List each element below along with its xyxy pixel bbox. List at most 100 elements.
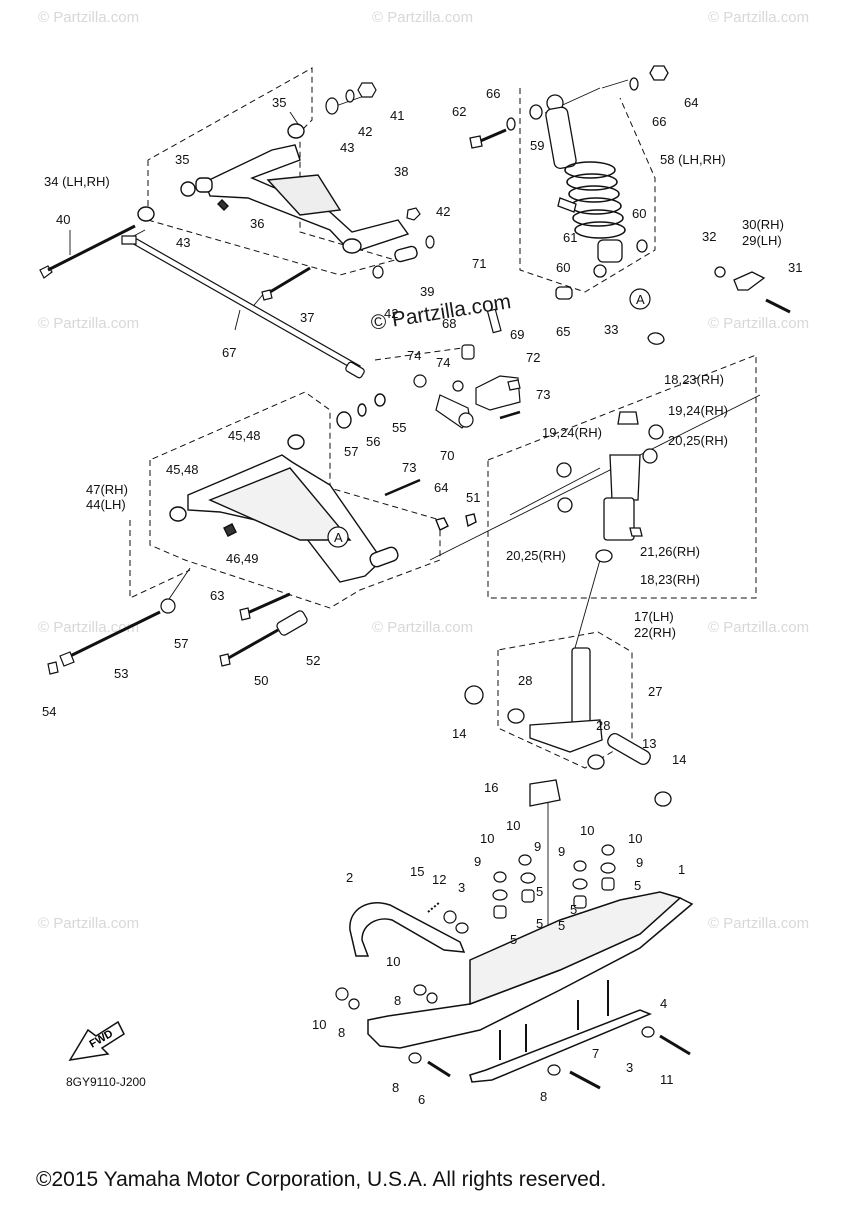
watermark: © Partzilla.com <box>38 619 139 636</box>
callout: 2 <box>346 870 353 885</box>
callout: 7 <box>592 1046 599 1061</box>
callout: 66 <box>486 86 500 101</box>
callout: 20,25(RH) <box>506 548 566 563</box>
watermark: © Partzilla.com <box>708 619 809 636</box>
callout: 5 <box>536 884 543 899</box>
callout: A <box>636 292 645 307</box>
callout: 9 <box>534 839 541 854</box>
callout: 41 <box>390 108 404 123</box>
callout: 62 <box>452 104 466 119</box>
callout: 4 <box>660 996 667 1011</box>
reference-marker-a <box>327 526 349 548</box>
callout: 11 <box>660 1072 674 1087</box>
callout: 10 <box>628 831 642 846</box>
diagram-code: 8GY9110-J200 <box>66 1075 146 1089</box>
watermark: © Partzilla.com <box>372 619 473 636</box>
callout: 8 <box>392 1080 399 1095</box>
callout: 37 <box>300 310 314 325</box>
callout: 28 <box>518 673 532 688</box>
callout: 20,25(RH) <box>668 433 728 448</box>
callout: 57 <box>174 636 188 651</box>
lower-a-arm <box>169 393 477 583</box>
callout: 50 <box>254 673 268 688</box>
callout: 45,48 <box>166 462 199 477</box>
callout: 69 <box>510 327 524 342</box>
callout: 35 <box>272 95 286 110</box>
watermark: © Partzilla.com <box>708 9 809 26</box>
callout: 19,24(RH) <box>668 403 728 418</box>
callout: 59 <box>530 138 544 153</box>
fwd-arrow-icon: FWD <box>68 1020 125 1061</box>
callout: 34 (LH,RH) <box>44 174 110 189</box>
callout: 57 <box>344 444 358 459</box>
shock-absorber <box>469 65 669 300</box>
callout: 42 <box>436 204 450 219</box>
callout: 10 <box>312 1017 326 1032</box>
copyright-notice: ©2015 Yamaha Motor Corporation, U.S.A. A… <box>36 1168 606 1191</box>
watermark: © Partzilla.com <box>38 315 139 332</box>
watermark: © Partzilla.com <box>38 915 139 932</box>
reference-marker-a <box>629 288 651 310</box>
callout: 36 <box>250 216 264 231</box>
callout: 64 <box>434 480 448 495</box>
callout: 52 <box>306 653 320 668</box>
callout: 6 <box>418 1092 425 1107</box>
callout: 60 <box>556 260 570 275</box>
callout: 5 <box>510 932 517 947</box>
watermark-layer: © Partzilla.com © Partzilla.com © Partzi… <box>38 9 809 932</box>
upper-arm-hardware <box>39 82 435 301</box>
callout: 73 <box>536 387 550 402</box>
callout: 3 <box>458 880 465 895</box>
callout: 70 <box>440 448 454 463</box>
callout: 42 <box>384 306 398 321</box>
callout: 17(LH) <box>634 609 674 624</box>
callout: 55 <box>392 420 406 435</box>
callout: 74 <box>436 355 450 370</box>
callout: 16 <box>484 780 498 795</box>
callout: 10 <box>480 831 494 846</box>
watermark: © Partzilla.com <box>708 315 809 332</box>
callout: 5 <box>634 878 641 893</box>
callout: 35 <box>175 152 189 167</box>
callout: 10 <box>386 954 400 969</box>
callout: 74 <box>407 348 421 363</box>
callout: 61 <box>563 230 577 245</box>
watermark: © Partzilla.com <box>38 9 139 26</box>
callout: 19,24(RH) <box>542 425 602 440</box>
callout: 45,48 <box>228 428 261 443</box>
ski-hardware <box>335 844 691 1090</box>
callout: 5 <box>570 902 577 917</box>
long-shaft <box>121 235 365 379</box>
callout: 38 <box>394 164 408 179</box>
callout: 42 <box>358 124 372 139</box>
callout: 9 <box>558 844 565 859</box>
callout: 31 <box>788 260 802 275</box>
callout: 67 <box>222 345 236 360</box>
callout: 14 <box>672 752 686 767</box>
callout: 29(LH) <box>742 233 782 248</box>
callout: 5 <box>536 916 543 931</box>
watermark: © Partzilla.com <box>372 9 473 26</box>
callout: 43 <box>340 140 354 155</box>
spindle-group <box>556 266 791 563</box>
callout: 21,26(RH) <box>640 544 700 559</box>
callout: 8 <box>394 993 401 1008</box>
leader-lines <box>69 79 761 948</box>
callout: 65 <box>556 324 570 339</box>
callout: 8 <box>540 1089 547 1104</box>
watermark: © Partzilla.com <box>708 915 809 932</box>
callout: 68 <box>442 316 456 331</box>
callout: 39 <box>420 284 434 299</box>
dashed-grouping-lines <box>129 67 757 769</box>
ski-spindle-shaft <box>464 647 672 807</box>
callout: 18,23(RH) <box>664 372 724 387</box>
callout: 27 <box>648 684 662 699</box>
callout: 5 <box>558 918 565 933</box>
callout: 71 <box>472 256 486 271</box>
callout: 1 <box>678 862 685 877</box>
callout: 56 <box>366 434 380 449</box>
callout: 73 <box>402 460 416 475</box>
callout: 51 <box>466 490 480 505</box>
